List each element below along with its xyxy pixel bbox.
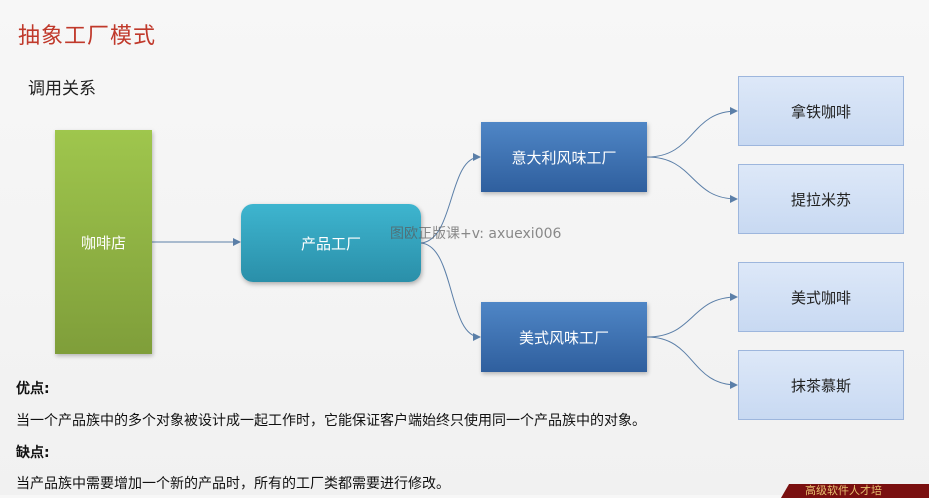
product-factory-node: 产品工厂 xyxy=(241,204,421,282)
advantages-text: 当一个产品族中的多个对象被设计成一起工作时，它能保证客户端始终只使用同一个产品族… xyxy=(16,413,646,429)
disadvantages-text: 当产品族中需要增加一个新的产品时，所有的工厂类都需要进行修改。 xyxy=(16,476,450,492)
section-subtitle: 调用关系 xyxy=(28,79,96,99)
american-factory-node-label: 美式风味工厂 xyxy=(518,328,609,347)
latte-node-label: 拿铁咖啡 xyxy=(790,102,851,121)
tiramisu-node-label: 提拉米苏 xyxy=(790,190,851,209)
page-title: 抽象工厂模式 xyxy=(18,24,157,49)
product-factory-node-label: 产品工厂 xyxy=(300,234,361,253)
latte-node: 拿铁咖啡 xyxy=(738,76,904,146)
connector-american-to-mousse xyxy=(646,336,738,389)
italian-factory-node: 意大利风味工厂 xyxy=(481,122,647,192)
connector-factory-to-italian xyxy=(420,153,481,244)
watermark-text: 图欧正版课+v: axuexi006 xyxy=(390,226,562,242)
corner-banner-text: 高级软件人才培 xyxy=(805,484,882,497)
connector-italian-to-latte xyxy=(646,107,738,158)
american-coffee-node-label: 美式咖啡 xyxy=(790,288,851,307)
connector-american-to-coffee xyxy=(646,293,738,338)
tiramisu-node: 提拉米苏 xyxy=(738,164,904,234)
matcha-mousse-node-label: 抹茶慕斯 xyxy=(790,376,851,395)
corner-banner: 高级软件人才培 xyxy=(780,484,929,498)
advantages-label: 优点: xyxy=(16,381,50,397)
italian-factory-node-label: 意大利风味工厂 xyxy=(511,148,617,167)
matcha-mousse-node: 抹茶慕斯 xyxy=(738,350,904,420)
cafe-node-label: 咖啡店 xyxy=(80,233,126,252)
disadvantages-label-text: 缺点 xyxy=(16,445,44,461)
cafe-node: 咖啡店 xyxy=(55,130,152,354)
american-coffee-node: 美式咖啡 xyxy=(738,262,904,332)
advantages-label-text: 优点 xyxy=(16,381,44,397)
connector-factory-to-american xyxy=(420,242,481,341)
american-factory-node: 美式风味工厂 xyxy=(481,302,647,372)
connector-italian-to-tiramisu xyxy=(646,156,738,203)
disadvantages-label: 缺点: xyxy=(16,445,50,461)
